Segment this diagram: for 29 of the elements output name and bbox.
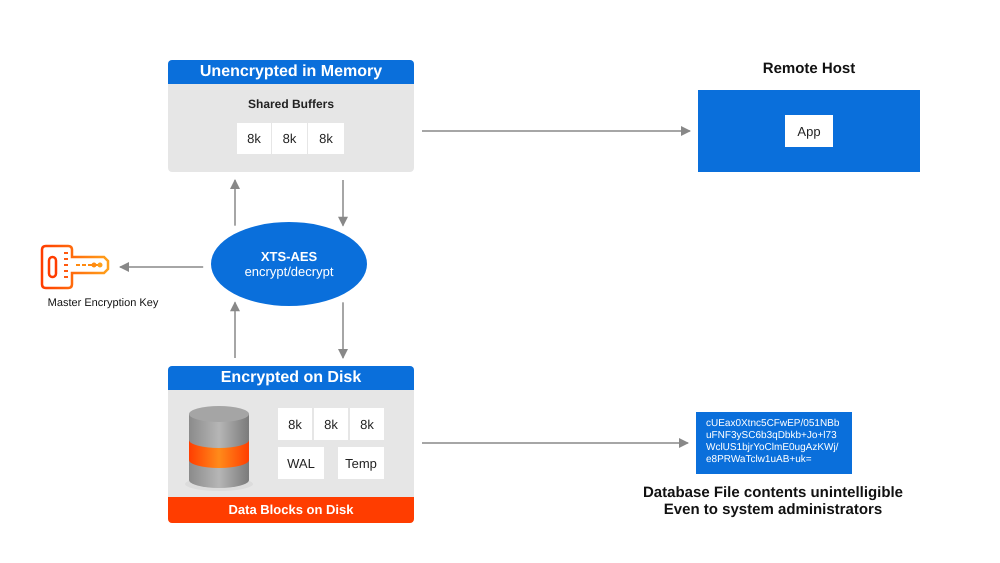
arrow [338, 302, 348, 359]
block-cell: 8k [237, 123, 271, 154]
panel-header: Encrypted on Disk [168, 366, 414, 390]
block-cell: Temp [338, 447, 384, 479]
arrow [230, 179, 240, 226]
block-cell: WAL [278, 447, 324, 479]
caption-text: Database File contents unintelligible Even to system administrators [642, 484, 904, 518]
host-title: Remote Host [762, 60, 856, 77]
cipher-box [696, 412, 852, 474]
process-title: XTS-AES [260, 249, 318, 264]
arrow [230, 301, 240, 358]
key-label: Master Encryption Key [46, 297, 160, 309]
block-cell: 8k [278, 408, 312, 440]
panel-footer: Data Blocks on Disk [168, 497, 414, 523]
block-cell: 8k [308, 123, 344, 154]
panel-subheading: Shared Buffers [246, 97, 336, 111]
block-cell: 8k [314, 408, 348, 440]
arrow [338, 180, 348, 227]
panel [168, 60, 414, 172]
arrow [422, 126, 691, 136]
block-cell: 8k [350, 408, 384, 440]
process-label: encrypt/decrypt [244, 264, 334, 279]
panel [168, 366, 414, 523]
panel-header: Unencrypted in Memory [168, 60, 414, 84]
arrow [119, 262, 204, 272]
ciphertext: cUEax0Xtnc5CFwEP/051NBb uFNF3ySC6b3qDbkb+Jo+l73 WclUS1bjrYoClmE0ugAzKWj/ e8PRWaTclw1uAB+uk= [706, 418, 840, 466]
block-cell: App [785, 115, 833, 147]
arrow [422, 438, 689, 448]
block-cell: 8k [272, 123, 307, 154]
